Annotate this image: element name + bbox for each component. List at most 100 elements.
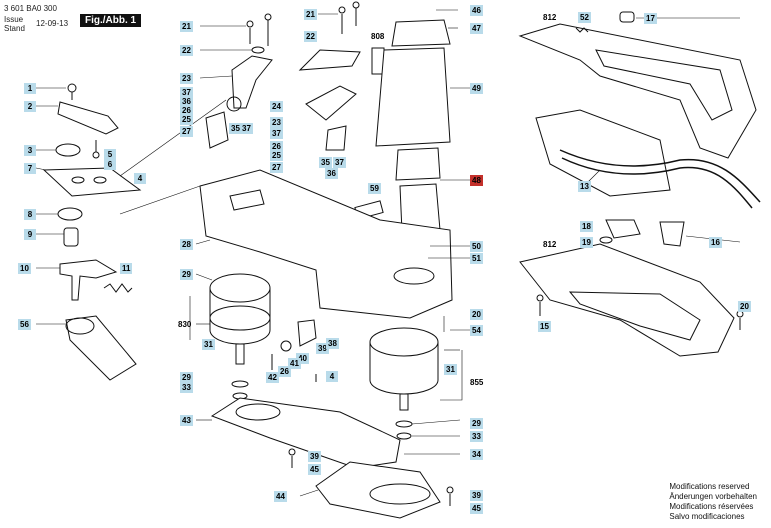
note-de: Änderungen vorbehalten — [669, 492, 757, 501]
callout-35: 35 — [319, 157, 332, 168]
callout-46: 46 — [470, 5, 483, 16]
callout-24: 24 — [270, 101, 283, 112]
callout-7: 7 — [24, 163, 36, 174]
callout-23: 23 — [180, 73, 193, 84]
note-es: Salvo modificaciones — [669, 512, 745, 521]
callout-47: 47 — [470, 23, 483, 34]
modifications-notes: Modifications reserved Änderungen vorbeh… — [669, 482, 757, 522]
callout-26: 26 — [278, 366, 291, 377]
callout-25: 25 — [180, 114, 193, 125]
callout-42: 42 — [266, 372, 279, 383]
callout-56: 56 — [18, 319, 31, 330]
base-plate-7-icon — [42, 167, 142, 197]
guide-24-icon — [305, 85, 357, 121]
cover-43-icon — [210, 397, 401, 469]
callout-37: 37 — [180, 87, 193, 98]
callout-35: 35 — [229, 123, 242, 134]
callout-54: 54 — [470, 325, 483, 336]
callout-27: 27 — [180, 126, 193, 137]
callout-29: 29 — [180, 269, 193, 280]
callout-59: 59 — [368, 183, 381, 194]
callout-830: 830 — [178, 320, 192, 329]
callout-8: 8 — [24, 209, 36, 220]
callout-13: 13 — [578, 181, 591, 192]
callout-21: 21 — [304, 9, 317, 20]
callout-31: 31 — [444, 364, 457, 375]
callout-28: 28 — [180, 239, 193, 250]
cap-17-icon — [619, 11, 635, 23]
callout-17: 17 — [644, 13, 657, 24]
callout-855: 855 — [470, 378, 484, 387]
callout-25: 25 — [270, 150, 283, 161]
bushing-8-icon — [57, 207, 83, 221]
callout-39: 39 — [308, 451, 321, 462]
callout-45: 45 — [308, 464, 321, 475]
callout-29: 29 — [470, 418, 483, 429]
callout-43: 43 — [180, 415, 193, 426]
issue-label: Issue — [4, 15, 24, 24]
callout-37: 37 — [333, 157, 346, 168]
callout-4: 4 — [134, 173, 146, 184]
guide-bracket-23-icon — [231, 55, 273, 109]
callout-31: 31 — [202, 339, 215, 350]
wheel-855-icon — [369, 327, 439, 357]
screw-1-icon — [67, 83, 77, 100]
callout-15: 15 — [538, 321, 551, 332]
callout-45: 45 — [470, 503, 483, 514]
note-fr: Modifications réservées — [669, 502, 754, 511]
wheel-830-icon — [209, 273, 271, 303]
callout-52: 52 — [578, 12, 591, 23]
callout-27: 27 — [270, 162, 283, 173]
callout-51: 51 — [470, 253, 483, 264]
callout-48: 48 — [470, 175, 483, 186]
motor-housing-49-icon — [375, 47, 451, 147]
housing-812-top-icon — [518, 23, 757, 159]
callout-39: 39 — [470, 490, 483, 501]
motor-cap-47-icon — [391, 19, 451, 47]
callout-29: 29 — [180, 372, 193, 383]
ring-3-icon — [55, 143, 81, 157]
callout-20: 20 — [738, 301, 751, 312]
callout-22: 22 — [304, 31, 317, 42]
issue-date: 12-09-13 — [36, 19, 69, 28]
doc-number: 3 601 BA0 300 — [4, 4, 57, 13]
callout-21: 21 — [180, 21, 193, 32]
callout-1: 1 — [24, 83, 36, 94]
lever-2-icon — [57, 101, 119, 135]
cover-44-icon — [315, 461, 441, 519]
callout-33: 33 — [470, 431, 483, 442]
callout-9: 9 — [24, 229, 36, 240]
callout-22: 22 — [180, 45, 193, 56]
handle-56-icon — [65, 315, 137, 381]
sleeve-9-icon — [63, 227, 79, 247]
callout-38: 38 — [326, 338, 339, 349]
callout-26: 26 — [180, 105, 193, 116]
stand-label: Stand — [4, 24, 25, 33]
callout-36: 36 — [325, 168, 338, 179]
callout-3: 3 — [24, 145, 36, 156]
callout-44: 44 — [274, 491, 287, 502]
callout-808: 808 — [371, 32, 385, 41]
callout-6: 6 — [104, 159, 116, 170]
callout-40: 40 — [296, 353, 309, 364]
callout-812: 812 — [543, 13, 557, 22]
figure-label: Fig./Abb. 1 — [80, 14, 142, 27]
callout-18: 18 — [580, 221, 593, 232]
callout-16: 16 — [709, 237, 722, 248]
callout-812: 812 — [543, 240, 557, 249]
callout-23: 23 — [270, 117, 283, 128]
callout-50: 50 — [470, 241, 483, 252]
callout-10: 10 — [18, 263, 31, 274]
callout-11: 11 — [120, 263, 133, 274]
callout-26: 26 — [270, 141, 283, 152]
housing-812-bottom-icon — [519, 243, 735, 357]
callout-19: 19 — [580, 237, 593, 248]
callout-39: 39 — [316, 343, 329, 354]
spring-11-icon — [103, 283, 133, 293]
callout-41: 41 — [288, 358, 301, 369]
callout-33: 33 — [180, 382, 193, 393]
callout-37: 37 — [240, 123, 253, 134]
callout-5: 5 — [104, 149, 116, 160]
electronics-13-icon — [535, 109, 671, 197]
